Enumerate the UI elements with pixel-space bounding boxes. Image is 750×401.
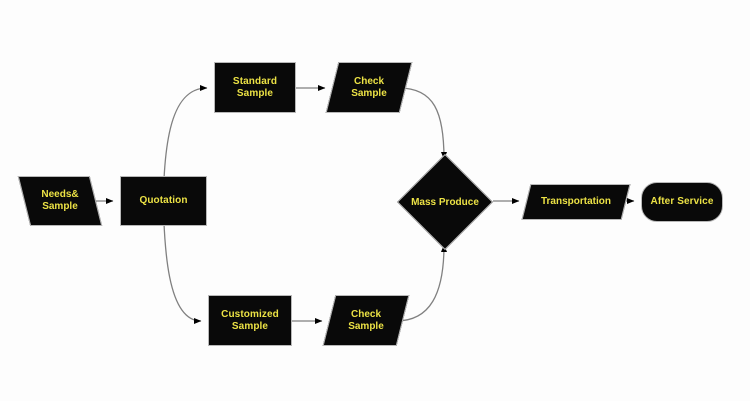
edge-check-top-to-mass-produce [398,87,448,160]
node-mass-produce[interactable]: Mass Produce [396,153,494,251]
node-quotation[interactable]: Quotation [120,176,207,226]
check-sample-bottom-label-line2: Sample [348,320,384,332]
needs-sample-label-line1: Needs& [41,189,79,200]
node-customized-sample[interactable]: Customized Sample [208,295,292,346]
check-sample-top-label-line1: Check [353,75,384,87]
after-service-label: After Service [650,196,714,207]
check-sample-bottom-label: Check Sample [329,295,403,346]
node-transportation[interactable]: Transportation [521,184,631,220]
edge-check-bottom-to-mass-produce [395,244,448,322]
check-sample-top-label-line2: Sample [351,87,387,99]
node-check-sample-bottom[interactable]: Check Sample [322,295,410,346]
node-after-service[interactable]: After Service [641,182,723,222]
quotation-label: Quotation [139,195,188,206]
transportation-label: Transportation [540,196,611,207]
node-check-sample-top[interactable]: Check Sample [325,62,413,113]
customized-sample-label-line2: Sample [231,320,269,332]
node-needs-sample[interactable]: Needs& Sample [17,176,103,226]
needs-sample-label: Needs& Sample [24,176,96,226]
standard-sample-label-line2: Sample [236,87,274,99]
node-standard-sample[interactable]: Standard Sample [214,62,296,113]
check-sample-bottom-label-line1: Check [350,308,381,320]
customized-sample-label-line1: Customized [221,308,279,320]
mass-produce-label: Mass Produce [411,196,479,208]
check-sample-top-label: Check Sample [332,62,406,113]
standard-sample-label-line1: Standard [232,75,278,87]
needs-sample-label-line2: Sample [42,201,78,212]
